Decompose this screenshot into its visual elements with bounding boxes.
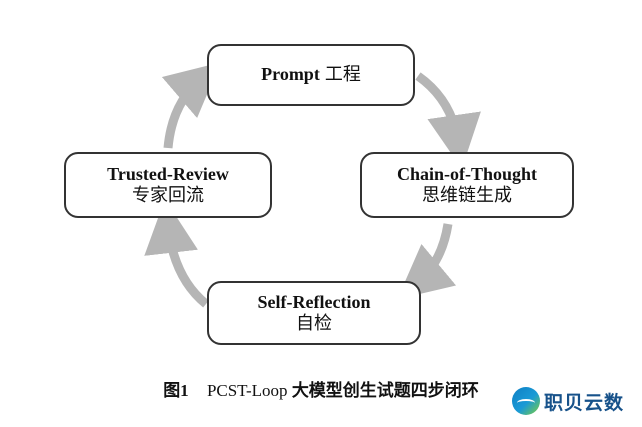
figure-caption: 图1 PCST-Loop 大模型创生试题四步闭环 <box>0 376 642 401</box>
watermark-logo: 职贝云数 <box>512 384 638 418</box>
arrow-cot-to-reflect <box>397 223 457 300</box>
watermark-text: 职贝云数 <box>544 391 625 414</box>
arrow-prompt-to-cot <box>415 72 481 169</box>
caption-chinese: 大模型创生试题四步闭环 <box>291 381 479 401</box>
node-prompt-en: Prompt <box>261 64 320 85</box>
wave-logo-icon <box>512 387 540 415</box>
arrow-reflect-to-review <box>144 199 209 308</box>
caption-latin: PCST-Loop <box>206 381 288 400</box>
node-review-en: Trusted-Review <box>107 163 229 184</box>
node-cot-zh: 思维链生成 <box>422 185 512 206</box>
node-prompt: Prompt 工程 <box>207 44 415 106</box>
node-chain-of-thought: Chain-of-Thought 思维链生成 <box>360 152 574 218</box>
figure-number: 图1 <box>163 381 189 400</box>
node-reflect-zh: 自检 <box>296 313 332 334</box>
node-self-reflection: Self-Reflection 自检 <box>207 281 421 345</box>
node-prompt-zh: 工程 <box>324 64 361 86</box>
node-trusted-review: Trusted-Review 专家回流 <box>64 152 272 218</box>
node-review-zh: 专家回流 <box>132 185 204 206</box>
arrow-review-to-prompt <box>161 62 221 149</box>
node-reflect-en: Self-Reflection <box>257 291 371 312</box>
node-cot-en: Chain-of-Thought <box>396 163 538 184</box>
